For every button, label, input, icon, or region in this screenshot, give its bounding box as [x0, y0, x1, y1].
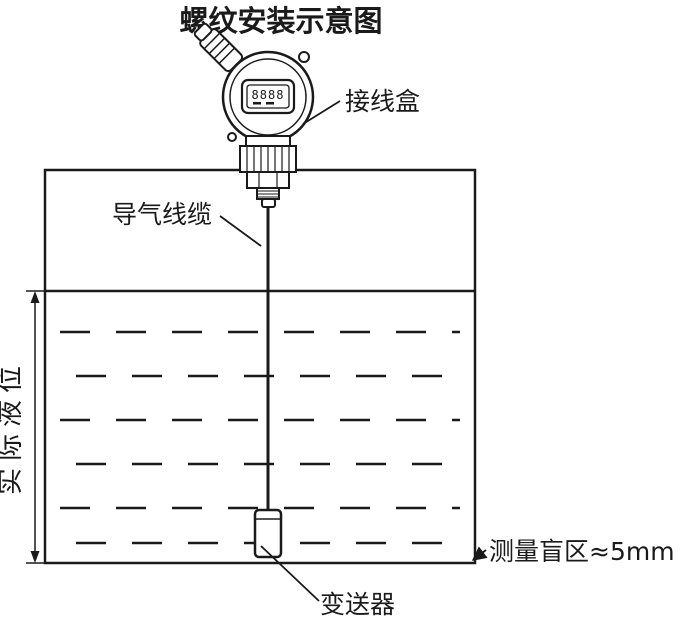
leader-blind-zone [471, 546, 488, 561]
gland-rib [218, 47, 236, 65]
display-segment-mark [266, 102, 274, 105]
label-transmitter: 变送器 [320, 590, 395, 619]
label-air-cable: 导气线缆 [112, 200, 212, 229]
gland-rib [208, 37, 226, 55]
probe-body [253, 508, 283, 559]
callout-air-cable: 导气线缆 [112, 200, 262, 247]
callout-transmitter: 变送器 [260, 545, 395, 619]
nut-body [246, 171, 290, 189]
threaded-fitting [256, 187, 280, 200]
gland-rib [203, 32, 221, 50]
hex-nut [246, 171, 290, 189]
display-segment-mark [253, 102, 261, 105]
callout-blind-zone: 测量盲区≈5mm [471, 537, 675, 566]
neck-flange [245, 135, 291, 147]
arrowhead-up [30, 291, 40, 303]
label-blind-zone: 测量盲区≈5mm [489, 537, 675, 566]
gland-cap [193, 22, 213, 42]
leader-transmitter [260, 545, 320, 602]
transmitter-head: 8888 [193, 22, 315, 208]
cable-connector [261, 198, 276, 208]
mounting-bracket [239, 145, 297, 173]
lcd-display: 8888 [240, 78, 296, 115]
bolt-icon [298, 51, 310, 63]
probe-cylinder [253, 508, 283, 559]
display-value: 8888 [252, 88, 285, 102]
level-dimension: 实际液位 [0, 290, 45, 564]
leader-junction-box [302, 100, 341, 125]
leader-air-cable [219, 215, 262, 247]
callout-junction-box: 接线盒 [302, 87, 420, 125]
label-actual-level: 实际液位 [0, 359, 26, 495]
label-junction-box: 接线盒 [345, 87, 420, 116]
tank-outline [43, 168, 477, 565]
bolt-icon [227, 132, 237, 142]
gland-rib [213, 42, 231, 60]
arrowhead-down [30, 551, 40, 563]
